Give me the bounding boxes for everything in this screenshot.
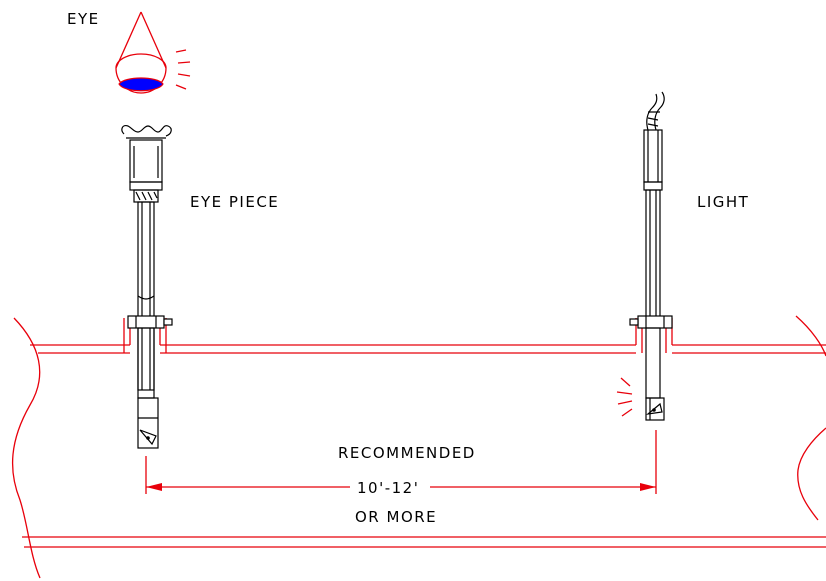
distance-dimension xyxy=(145,430,657,494)
pipe-left-break xyxy=(12,317,41,579)
eye-piece-label: EYE PIECE xyxy=(190,193,279,211)
distance-label: 10'-12' xyxy=(357,479,419,497)
recommended-label: RECOMMENDED xyxy=(338,444,476,462)
dimension-arrow-left xyxy=(146,483,162,491)
eye-label: EYE xyxy=(67,10,100,28)
pipe-right-break-top xyxy=(795,315,826,357)
vision-rays-icon xyxy=(175,49,191,90)
pipe xyxy=(12,315,826,579)
dimension-arrow-right xyxy=(640,483,656,491)
eyepiece-port-collar xyxy=(123,318,167,353)
pipe-right-break-bottom xyxy=(797,427,826,521)
eye-piece-instrument xyxy=(121,125,173,449)
eye-icon xyxy=(115,11,167,94)
eye-pupil xyxy=(118,77,164,92)
or-more-label: OR MORE xyxy=(355,508,437,526)
light-port-collar xyxy=(635,318,673,353)
light-instrument xyxy=(629,91,673,421)
light-label: LIGHT xyxy=(697,193,749,211)
light-rays-icon xyxy=(616,377,633,417)
